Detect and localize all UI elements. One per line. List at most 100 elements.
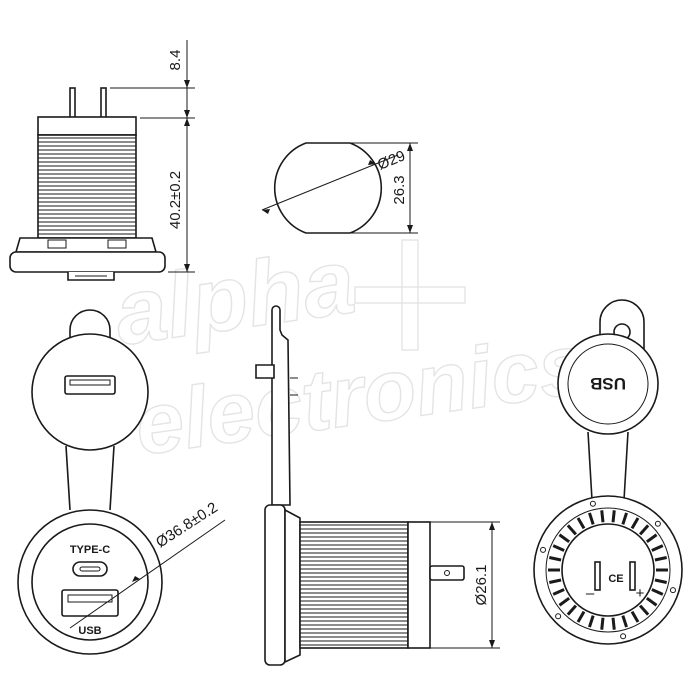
plus-sign: + [636, 585, 645, 602]
type-c-tongue [79, 566, 101, 572]
nut-slot [47, 239, 67, 249]
flange [9, 251, 166, 273]
cap-inner-ring [567, 343, 649, 425]
terminal-plus [629, 561, 636, 591]
nut-tooth [552, 588, 565, 596]
thread-lines [38, 137, 136, 235]
socket-face [31, 523, 149, 641]
nut-tooth [552, 544, 565, 552]
nut-tooth [654, 578, 668, 584]
nut-tooth [558, 597, 571, 607]
nut-tooth [630, 517, 640, 530]
nut-tooth [611, 617, 616, 630]
type-c-port [72, 561, 108, 577]
terminal-blade [429, 565, 465, 581]
nut-tooth [639, 524, 650, 536]
cap-profile [271, 305, 291, 506]
nut-tooth [621, 512, 628, 525]
flange-hole [540, 546, 547, 553]
usb-label: USB [78, 625, 101, 637]
arrow-icon [184, 80, 190, 88]
rear-view: USB CE – + [533, 299, 683, 645]
arrow-icon [262, 209, 270, 214]
nut-teeth [540, 500, 676, 640]
flange-hole [669, 587, 676, 594]
side-view-top: 8.4 40.2±0.2 [9, 40, 195, 281]
terminal-minus [594, 561, 601, 591]
flange-hole [555, 613, 562, 620]
terminal-left [69, 87, 76, 119]
nut [14, 237, 158, 253]
cap-usb-tongue [69, 379, 111, 386]
flange-hole [654, 520, 661, 527]
strap-edge [623, 431, 629, 501]
arrow-icon [489, 640, 495, 648]
nut-tooth [645, 533, 658, 543]
nut-tooth [654, 556, 668, 562]
nut-tooth [548, 556, 562, 562]
nut-tooth [651, 588, 664, 596]
diameter-line [261, 154, 399, 211]
arrow-icon [368, 160, 376, 165]
panel-cutout-view: Ø29 26.3 [261, 142, 418, 234]
dim-flange-diameter: Ø36.8±0.2 [153, 499, 221, 551]
arrow-icon [132, 576, 140, 582]
nut-tooth [611, 510, 616, 523]
threaded-body [37, 134, 137, 239]
terminal-hole [444, 570, 450, 576]
cap-circle-rear [557, 333, 659, 435]
flange-hole [589, 500, 596, 507]
nut-tooth [576, 610, 586, 623]
nut-slot [107, 239, 127, 249]
nut-tooth [645, 597, 658, 607]
type-c-label: TYPE-C [70, 544, 110, 556]
terminal-right [100, 87, 107, 119]
dim-cut-diameter: Ø29 [375, 147, 408, 173]
watermark: alpha electronics [108, 230, 593, 475]
strap-edge [65, 445, 71, 511]
usb-a-port [61, 589, 119, 617]
flange-diameter-line [69, 519, 226, 629]
rear-face [561, 523, 655, 617]
watermark-plus-icon [354, 239, 466, 351]
dim-cut-flat: 26.3 [391, 175, 408, 204]
arrow-icon [407, 225, 413, 233]
strap-edge [587, 431, 593, 501]
dim-thread-diameter: Ø26.1 [473, 565, 490, 606]
front-view: TYPE-C USB Ø36.8±0.2 [17, 309, 226, 655]
dim-body-height: 40.2±0.2 [167, 171, 184, 229]
flange-hole [620, 633, 627, 640]
nut-tooth [576, 517, 586, 530]
nut-tooth [588, 615, 595, 628]
nut-tooth [566, 604, 577, 616]
nut-tooth [566, 524, 577, 536]
arrow-icon [184, 110, 190, 118]
nut-tooth [600, 617, 605, 630]
arrow-icon [184, 118, 190, 126]
arrow-icon [407, 143, 413, 151]
rear-cap [407, 521, 431, 649]
nut-tooth [600, 510, 605, 523]
cutout-shape [273, 142, 383, 234]
nut-tooth [639, 604, 650, 616]
body-cap [37, 116, 137, 136]
socket-flange-side [264, 504, 286, 666]
arrow-icon [489, 522, 495, 530]
nut-side [284, 508, 301, 664]
nut-tooth [621, 615, 628, 628]
nut-tooth [548, 578, 562, 584]
strap-edge [109, 445, 115, 511]
nut-tooth [651, 544, 664, 552]
side-view-bottom: Ø26.1 [255, 305, 500, 666]
nut-tooth [558, 533, 571, 543]
arrow-icon [184, 264, 190, 272]
cap-latch [255, 364, 275, 379]
dim-top-height: 8.4 [167, 50, 184, 71]
rear-ring [545, 507, 671, 633]
ce-mark: CE [608, 573, 623, 585]
cap-usb-text: USB [590, 374, 626, 393]
thread-lines [300, 524, 408, 646]
minus-sign: – [586, 585, 595, 602]
